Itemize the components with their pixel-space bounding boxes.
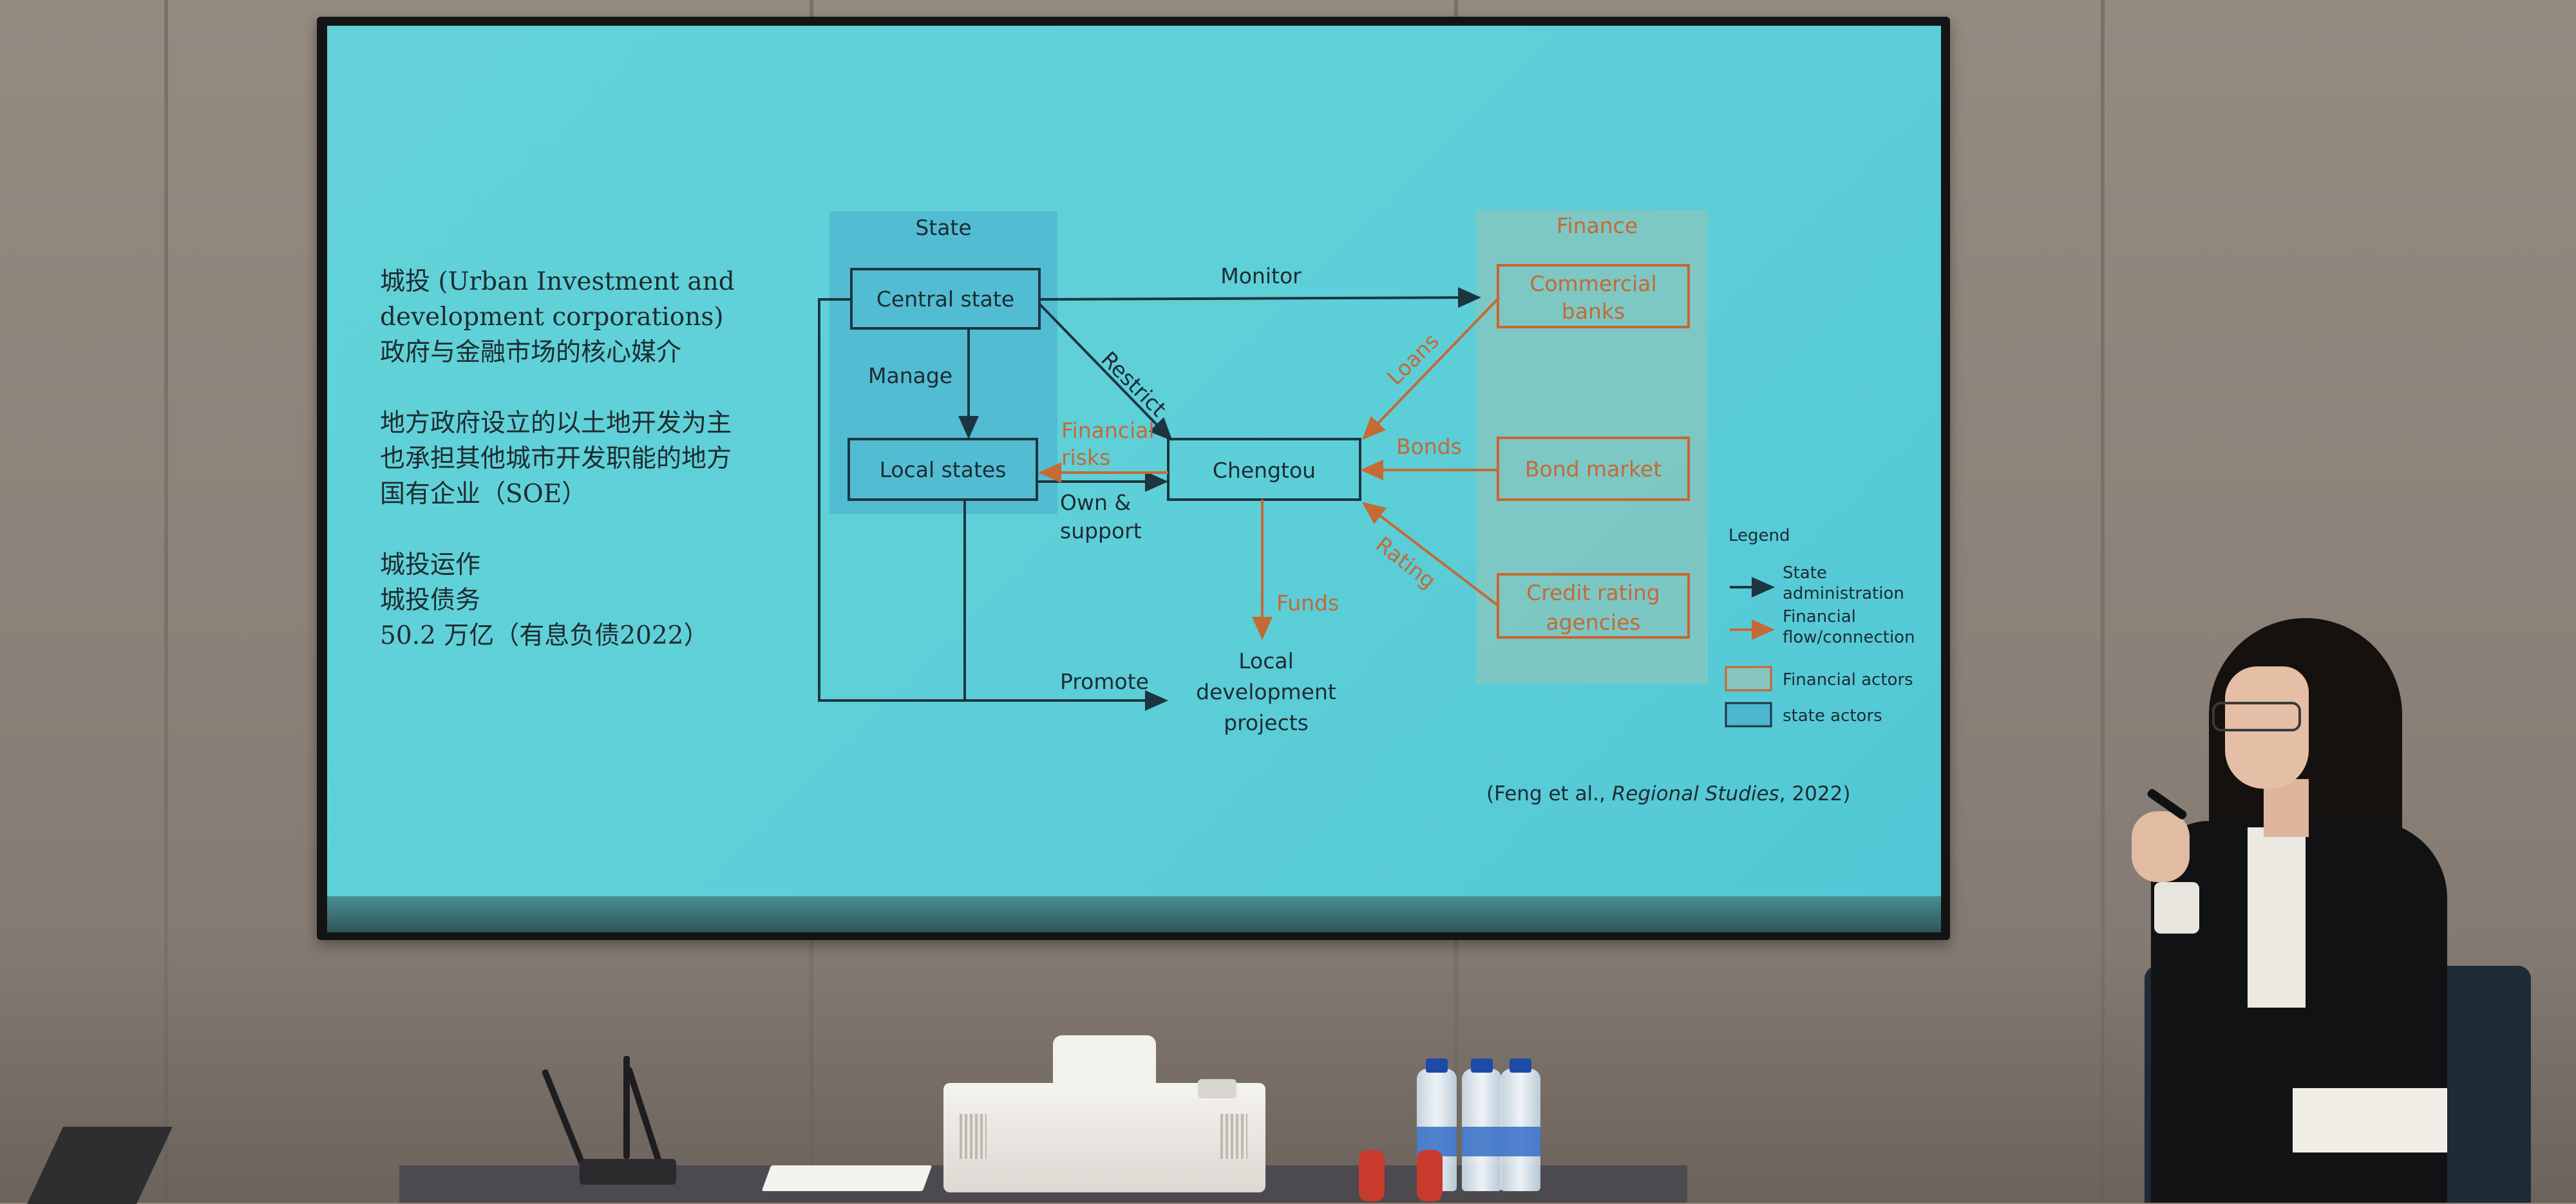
- funds-label: Funds: [1276, 590, 1339, 616]
- rating-label: Rating: [1371, 532, 1441, 594]
- microphone: [1417, 1150, 1443, 1201]
- own-support-label: support: [1060, 518, 1142, 543]
- paper-stack: [761, 1165, 933, 1191]
- own-support-label: Own &: [1060, 490, 1131, 515]
- promote-arrow: [818, 298, 1168, 711]
- text-line: development corporations): [380, 303, 724, 332]
- legend-state-label: administration: [1783, 584, 1904, 603]
- screen-bottom-bezel: [327, 896, 1941, 932]
- bond-market-label: Bond market: [1525, 456, 1662, 482]
- legend-state-swatch: [1725, 702, 1772, 728]
- projector-vent: [960, 1114, 987, 1159]
- citation-journal: Regional Studies: [1611, 782, 1779, 805]
- restrict-label: Restrict: [1096, 346, 1171, 422]
- water-bottle: [1462, 1058, 1502, 1191]
- legend-financial-label: Financial: [1783, 607, 1856, 626]
- rating-arrow: [1361, 502, 1501, 608]
- promote-label: Promote: [1060, 669, 1149, 694]
- state-panel: [829, 211, 1057, 514]
- text-line: 城投债务: [380, 586, 481, 615]
- loans-label: Loans: [1382, 328, 1444, 390]
- central-state-label: Central state: [876, 287, 1014, 312]
- text-line: 也承担其他城市开发职能的地方: [380, 444, 732, 473]
- sleeve-cuff: [2154, 882, 2199, 934]
- remote-control: [1198, 1079, 1236, 1098]
- jacket-stripe: [2293, 1088, 2447, 1152]
- text-line: 城投 (Urban Investment and: [380, 267, 735, 296]
- bonds-label: Bonds: [1396, 434, 1462, 459]
- state-header: State: [915, 215, 971, 240]
- citation-prefix: (Feng et al.,: [1486, 782, 1612, 805]
- manage-label: Manage: [868, 363, 952, 388]
- commercial-banks-label: Commercial: [1530, 271, 1656, 296]
- monitor-label: Monitor: [1220, 263, 1302, 288]
- financial-risks-label: risks: [1061, 445, 1110, 470]
- microphone: [1359, 1150, 1385, 1201]
- wall-seam: [2101, 0, 2105, 1203]
- legend-financial-actors: Financial actors: [1783, 670, 1913, 690]
- local-dev-label: development: [1196, 679, 1336, 704]
- monitor-arrow: [1039, 287, 1481, 308]
- chengtou-label: Chengtou: [1213, 458, 1316, 483]
- financial-risks-label: Financial: [1061, 418, 1155, 443]
- projector-vent: [1220, 1114, 1247, 1159]
- chengtou-diagram: State Finance Central state Local states…: [818, 210, 1915, 735]
- commercial-banks-box: [1497, 264, 1690, 328]
- legend-financial-label: flow/connection: [1783, 628, 1915, 647]
- citation: (Feng et al., Regional Studies, 2022): [1486, 782, 1850, 805]
- loans-arrow: [1362, 296, 1501, 440]
- credit-rating-label: agencies: [1546, 610, 1640, 635]
- legend-financial-swatch: [1725, 666, 1772, 691]
- local-states-label: Local states: [880, 457, 1007, 482]
- legend-state-actors: state actors: [1783, 706, 1882, 726]
- legend-state-label: State: [1783, 563, 1827, 583]
- person-shirt: [2248, 827, 2306, 1008]
- glasses: [2212, 702, 2301, 731]
- finance-header: Finance: [1557, 213, 1638, 238]
- slide-left-text: 城投 (Urban Investment and development cor…: [380, 264, 831, 654]
- commercial-banks-label: banks: [1562, 299, 1625, 324]
- router-antenna: [623, 1056, 630, 1159]
- finance-panel: [1476, 210, 1708, 684]
- credit-rating-label: Credit rating: [1526, 580, 1660, 605]
- presentation-slide: 城投 (Urban Investment and development cor…: [327, 26, 1941, 896]
- text-line: 国有企业（SOE）: [380, 480, 587, 509]
- restrict-arrow: [1038, 303, 1173, 441]
- text-line: 地方政府设立的以土地开发为主: [380, 409, 732, 438]
- person-hand: [2132, 811, 2190, 882]
- wifi-router: [580, 1159, 676, 1185]
- text-line: 50.2 万亿（有息负债2022）: [380, 621, 709, 650]
- legend-title: Legend: [1728, 526, 1790, 545]
- local-states-box: [848, 438, 1038, 501]
- citation-suffix: , 2022): [1779, 782, 1851, 805]
- local-dev-label: projects: [1224, 710, 1309, 735]
- water-bottle: [1501, 1058, 1540, 1191]
- local-dev-label: Local: [1238, 648, 1294, 673]
- projector: [943, 1083, 1265, 1192]
- wall-seam: [164, 0, 168, 1203]
- text-line: 城投运作: [380, 550, 481, 579]
- text-line: 政府与金融市场的核心媒介: [380, 338, 682, 367]
- person-neck: [2264, 779, 2309, 837]
